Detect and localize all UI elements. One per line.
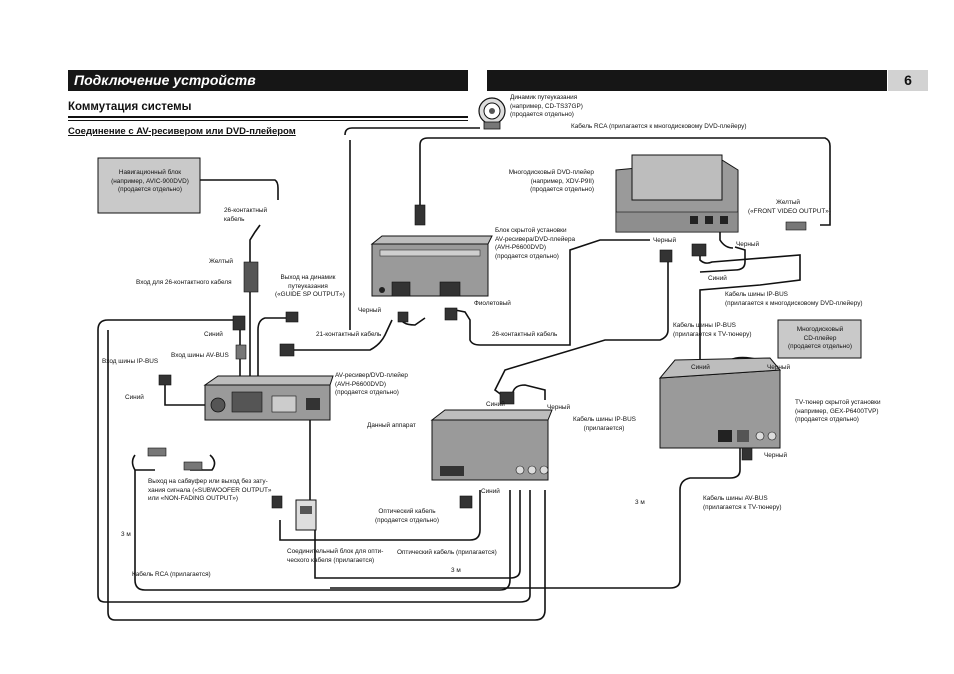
page-number: 6 xyxy=(904,72,912,88)
rca-cable-included-label: Кабель RCA (прилагается) xyxy=(132,571,211,578)
length-3m-bottom-label: 3 м xyxy=(451,567,461,574)
cable-unit-top xyxy=(512,384,546,402)
length-3m-left-label: 3 м xyxy=(121,531,131,538)
multidisc-cd-label: Многодисковый CD-плейер (продается отдел… xyxy=(788,326,852,351)
yellow-label-1: Желтый xyxy=(209,258,233,265)
optical-junction-box xyxy=(295,499,317,531)
blue-label-4: Синий xyxy=(691,364,710,371)
cable-rca-sub-loop xyxy=(97,319,531,603)
cable-26pin-label-a: 26-контактный кабель xyxy=(224,207,268,223)
guide-sp-output-label: Выход на динамик путеуказания («GUIDE SP… xyxy=(275,274,345,299)
cable-rca-incl xyxy=(134,470,511,591)
cable-outer-loop xyxy=(107,330,546,621)
cable-21pin-label: 21-контактный кабель xyxy=(316,331,382,338)
black-label-3: Черный xyxy=(736,241,760,248)
black-label-6: Черный xyxy=(764,452,788,459)
cable-26pin-label-b: 26-контактный кабель xyxy=(492,331,558,338)
multidisc-dvd-device xyxy=(615,154,739,233)
tv-tuner-label: TV-тюнер скрытой установки (например, GE… xyxy=(795,399,881,424)
black-label-5: Черный xyxy=(547,404,571,411)
cable-ipbus-tv xyxy=(493,262,669,397)
optical-cable-sold-label: Оптический кабель (продается отдельно) xyxy=(375,508,439,524)
cable-26pin-to-input xyxy=(249,224,261,262)
cable-rca-sub-b xyxy=(190,454,216,471)
this-unit-label: Данный аппарат xyxy=(367,422,416,429)
tv-tuner-device xyxy=(658,357,782,449)
cable-ipbus-blue xyxy=(164,383,205,406)
blue-label-3: Синий xyxy=(708,275,727,282)
cable-nav-26pin xyxy=(200,179,279,200)
violet-label: Фиолетовый xyxy=(474,300,511,307)
ipbus-cable-included-label: Кабель шины IP-BUS (прилагается) xyxy=(573,416,636,432)
length-3m-right-label: 3 м xyxy=(635,499,645,506)
cable-21pin xyxy=(292,319,393,351)
section-rule-thick xyxy=(68,116,468,118)
blue-label-5: Синий xyxy=(486,401,505,408)
black-label-4: Черный xyxy=(767,364,791,371)
subwoofer-output-label: Выход на сабвуфер или выход без зату- ха… xyxy=(148,478,272,503)
yellow-front-video-label: Желтый («FRONT VIDEO OUTPUT») xyxy=(748,199,831,215)
this-unit-device xyxy=(430,409,553,481)
avbus-input-label: Вход шины AV-BUS xyxy=(171,352,229,359)
cable-rca-right xyxy=(590,137,831,226)
av-receiver-device xyxy=(203,375,334,421)
avbus-cable-tv-label: Кабель шины AV-BUS (прилагается к TV-тюн… xyxy=(703,495,782,511)
page-number-box xyxy=(888,70,928,91)
ipbus-cable-tv-label: Кабель шины IP-BUS (прилагается к TV-тюн… xyxy=(673,322,752,338)
hideaway-unit-device xyxy=(370,235,493,297)
multidisc-dvd-label: Многодисковый DVD-плейер (например, XDV-… xyxy=(508,169,594,194)
cable-26pin-violet xyxy=(454,239,650,346)
rca-cable-multidisc-label: Кабель RCA (прилагается к многодисковому… xyxy=(571,123,747,130)
cable-ipbus-multidisc xyxy=(699,254,801,370)
guide-speaker-label: Динамик путеуказания (например, CD-TS37G… xyxy=(510,94,583,119)
cable-guide-sp xyxy=(257,317,290,382)
cable-black-multidisc xyxy=(699,246,746,273)
ipbus-input-label: Вход шины IP-BUS xyxy=(102,358,159,365)
cable-optical-sold xyxy=(279,490,481,541)
blue-label-1: Синий xyxy=(204,331,223,338)
multidisc-cd-box xyxy=(777,319,862,359)
black-label-2: Черный xyxy=(653,237,677,244)
header-bar-left xyxy=(68,70,468,91)
cable-rca-top xyxy=(419,137,590,205)
cable-avbus-tv xyxy=(330,447,741,589)
cable-rca-sub-a xyxy=(131,454,155,471)
guide-speaker-icon xyxy=(478,97,506,130)
nav-unit-label: Навигационный блок (например, AVIC-900DV… xyxy=(111,169,189,194)
header-bar-right xyxy=(487,70,887,91)
section-rule-thin xyxy=(68,120,468,121)
blue-label-6: Синий xyxy=(481,488,500,495)
section-title: Коммутация системы xyxy=(68,101,192,113)
nav-unit-box xyxy=(97,157,201,214)
hideaway-unit-label: Блок скрытой установки AV-ресивера/DVD-п… xyxy=(495,227,576,260)
optical-junction-label: Соединительный блок для опти- ческого ка… xyxy=(287,548,384,564)
ipbus-cable-multidisc-label: Кабель шины IP-BUS (прилагается к многод… xyxy=(725,291,863,307)
av-receiver-label: AV-ресивер/DVD-плейер (AVH-P6600DVD) (пр… xyxy=(335,372,408,397)
optical-cable-included-label: Оптический кабель (прилагается) xyxy=(397,549,497,556)
connectors xyxy=(147,204,807,509)
black-label-1: Черный xyxy=(358,307,382,314)
page-title: Подключение устройств xyxy=(74,72,256,88)
section-subtitle: Соединение с AV-ресивером или DVD-плейер… xyxy=(68,126,296,137)
input-26pin-label: Вход для 26-контактного кабеля xyxy=(136,279,232,286)
cable-guide-speaker-top xyxy=(344,127,480,136)
blue-label-2: Синий xyxy=(125,394,144,401)
